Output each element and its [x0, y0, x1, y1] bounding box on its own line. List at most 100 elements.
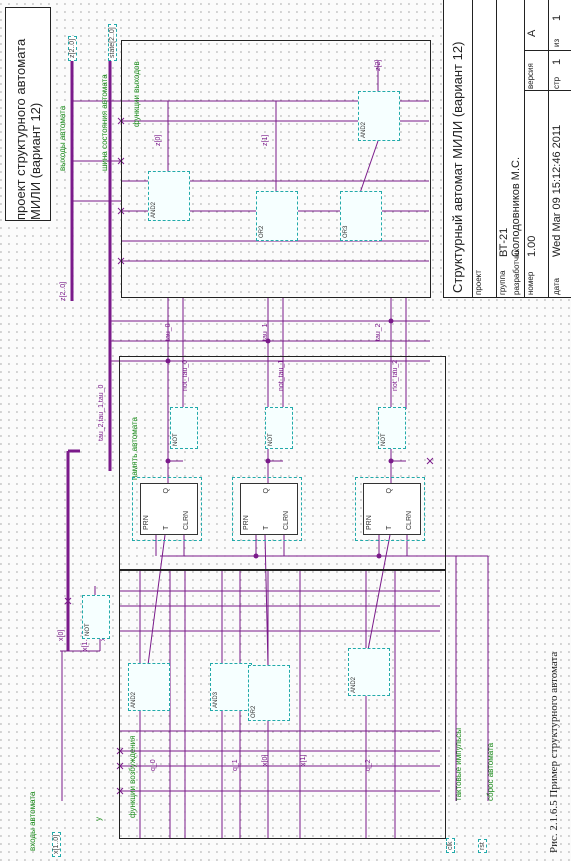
state-bus-label: tau_2,tau_1,tau_0 [98, 384, 105, 441]
ff-clrn: CLRN [406, 510, 413, 530]
gate-type: OR2 [251, 705, 257, 718]
tau-1-label: tau_1 [262, 323, 269, 341]
stamp-group-value: ВТ-21 [498, 227, 510, 257]
out-gate-0: AND2 [148, 171, 190, 221]
stamp-of-value: 1 [551, 14, 563, 21]
x0-label: x[0] [58, 629, 65, 641]
and-gate-1: AND2 [128, 663, 170, 711]
not-tau-1-label: not_tau_1 [278, 359, 285, 391]
outputs-label: выходы автомата [58, 105, 67, 171]
stamp-group-label: группа [498, 270, 507, 295]
out-gate-3: AND2 [358, 91, 400, 141]
title-stamp: Структурный автомат МИЛИ (вариант 12) пр… [443, 0, 571, 298]
and-gate-2: AND3 [210, 663, 252, 711]
no-connect-5 [117, 157, 125, 165]
ff1-t-wire [264, 534, 269, 668]
z2-mid [359, 140, 379, 194]
no-connect-7 [64, 597, 72, 605]
gate-type: NOT [85, 623, 91, 636]
not-tau-0-label: not_tau_0 [182, 359, 189, 391]
no-connect-4 [117, 207, 125, 215]
stamp-date-value: Wed Mar 09 15:12:46 2011 [551, 124, 563, 257]
no-connect-1 [116, 762, 124, 770]
output-pin-z[interactable]: z[2..0] [68, 35, 77, 61]
y-label: y [94, 817, 103, 821]
stamp-page-label: стр [552, 76, 561, 89]
not-gate-x: NOT [82, 595, 110, 639]
reset-label: сброс автомата [486, 742, 495, 801]
ff-prn: PRN [366, 515, 373, 530]
and-gate-3: AND2 [348, 648, 390, 696]
z0-label: z[0] [155, 134, 162, 146]
ff-t: T [263, 525, 270, 530]
tau-0-label: tau_0 [165, 323, 172, 341]
stamp-version-value: А [526, 29, 538, 37]
ff-q: Q [386, 488, 393, 494]
ff-q: Q [263, 488, 270, 494]
out-gate-2: OR3 [340, 191, 382, 241]
not-gate-2: NOT [378, 407, 406, 449]
net-junction-2 [165, 358, 171, 364]
excitation-label: функции возбуждения [128, 735, 137, 818]
stamp-of-label: из [552, 38, 561, 47]
state-bus-caption: шина состояния автомата [100, 74, 109, 171]
figure-caption: Рис. 2.1.6.5 Пример структурного автомат… [548, 651, 560, 853]
output-functions-label: функции выходов [132, 61, 141, 127]
ff2-t-wire [367, 534, 391, 651]
q2-label: q_2 [365, 759, 372, 771]
junction-1 [265, 458, 271, 464]
stamp-number-label: номер [526, 271, 535, 295]
x1-wire-label: x[1] [300, 754, 307, 766]
z1-label: z[1] [262, 134, 269, 146]
ff-t: T [386, 525, 393, 530]
gate-type: NOT [268, 433, 274, 446]
output-pin-state[interactable]: state[2..0] [108, 24, 117, 61]
stamp-title: Структурный автомат МИЛИ (вариант 12) [450, 41, 465, 293]
gate-type: NOT [173, 433, 179, 446]
ff-prn: PRN [243, 515, 250, 530]
t-flip-flop-1: PRN T CLRN Q [240, 483, 298, 535]
no-connect-8 [426, 457, 434, 465]
ff0-t-wire [147, 534, 166, 666]
gate-type: OR3 [343, 225, 349, 238]
no-connect-2 [116, 747, 124, 755]
clk-pin[interactable]: clk [446, 838, 455, 853]
no-connect-3 [117, 257, 125, 265]
gate-type: AND3 [213, 691, 219, 708]
project-title: проект структурного автомата МИЛИ (вариа… [5, 7, 51, 221]
not-gate-1: NOT [265, 407, 293, 449]
x0-wire-label: x[0] [262, 754, 269, 766]
gate-type: NOT [381, 433, 387, 446]
reset-pin[interactable]: rst [478, 839, 487, 853]
ff-t: T [163, 525, 170, 530]
no-connect-0 [116, 787, 124, 795]
gate-type: AND2 [351, 676, 357, 693]
stamp-version-label: версия [526, 63, 535, 89]
stamp-number-value: 1.00 [526, 235, 538, 257]
not-tau-2-label: not_tau_2 [392, 359, 399, 391]
stamp-date-label: дата [552, 278, 561, 295]
t-flip-flop-0: PRN T CLRN Q [140, 483, 198, 535]
ff-prn: PRN [143, 515, 150, 530]
out-gate-1: OR2 [256, 191, 298, 241]
q0-label: q_0 [150, 759, 157, 771]
junction-0 [165, 458, 171, 464]
gate-type: AND2 [131, 691, 137, 708]
gate-type: OR2 [259, 225, 265, 238]
clk-label: тактовые импульсы [454, 727, 463, 801]
net-junction-4 [388, 318, 394, 324]
stamp-page-value: 1 [551, 58, 563, 65]
not-gate-0: NOT [170, 407, 198, 449]
z-bus-label: z[2..0] [60, 281, 67, 301]
net-junction-3 [265, 338, 271, 344]
gate-type: AND2 [361, 121, 367, 138]
no-connect-6 [117, 117, 125, 125]
ff-clrn: CLRN [183, 510, 190, 530]
t-flip-flop-2: PRN T CLRN Q [363, 483, 421, 535]
memory-label: память автомата [130, 416, 139, 480]
output-functions-block: функции выходов [121, 40, 431, 298]
input-pin-x[interactable]: x[1..0] [52, 831, 61, 857]
gate-type: AND2 [151, 201, 157, 218]
